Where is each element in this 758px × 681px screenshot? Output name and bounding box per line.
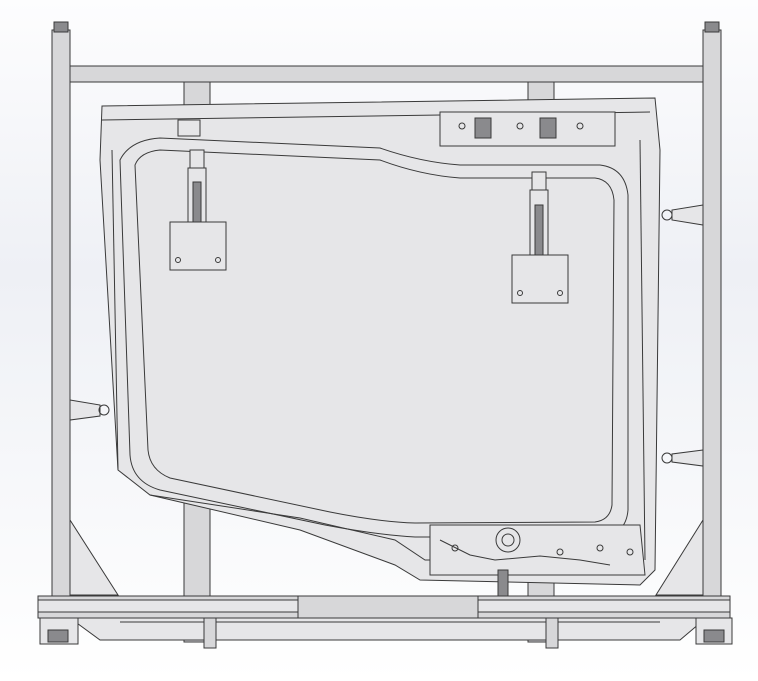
door-header-brackets <box>177 111 616 147</box>
right-foot <box>695 617 733 645</box>
rack-top-crossbar <box>67 65 707 83</box>
left-foot <box>39 617 79 645</box>
right-gusset <box>655 518 704 596</box>
left-gusset <box>69 518 119 596</box>
rack-right-post <box>702 21 722 631</box>
door-lower-hinge-area <box>429 524 646 576</box>
right-locating-pin-upper <box>661 204 704 226</box>
rack-base-platform <box>37 595 731 649</box>
right-locating-pin-lower <box>661 449 704 467</box>
rack-left-post <box>51 21 71 631</box>
left-locating-pin <box>69 399 110 421</box>
right-clamp <box>511 171 569 304</box>
bottom-support-pin <box>497 569 509 597</box>
left-clamp <box>169 149 227 271</box>
